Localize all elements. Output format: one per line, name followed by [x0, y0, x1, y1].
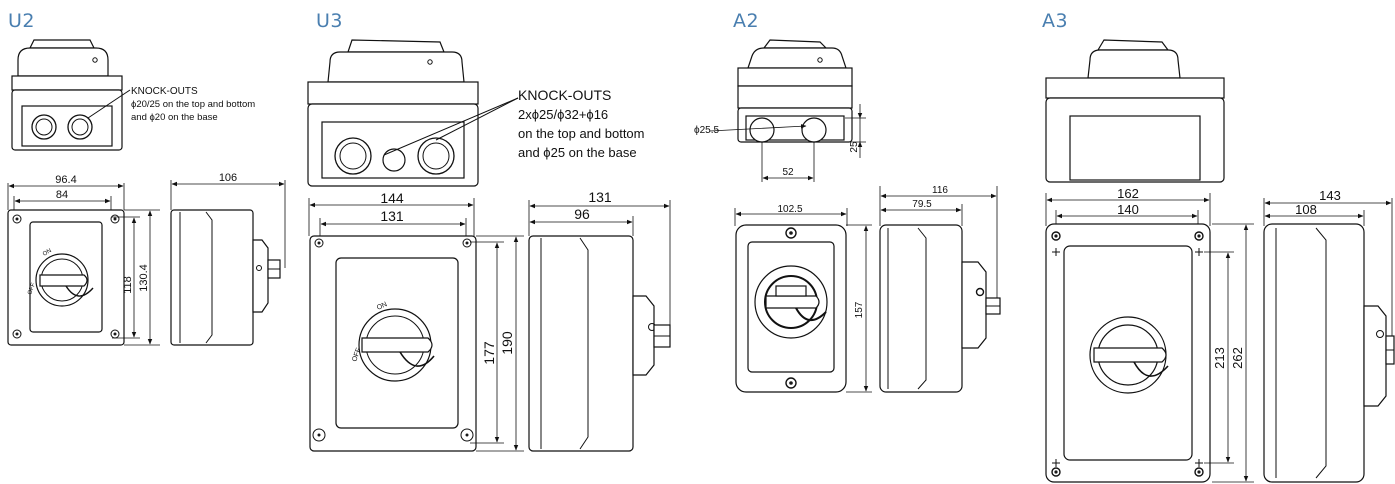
- u2-dim-overall-width: 96.4: [55, 174, 76, 186]
- u3-height-dims: [470, 235, 524, 452]
- u2-switch-off-label: OFF: [27, 282, 37, 296]
- a2-dim-hole: ϕ25.5: [694, 125, 720, 136]
- a3-side-view: [1263, 223, 1395, 483]
- a2-hole-dims: [761, 104, 866, 182]
- a3-dim-height-inner: 213: [1212, 347, 1227, 369]
- a3-dim-height-overall: 262: [1230, 347, 1245, 369]
- u3-switch-on-label: ON: [376, 301, 388, 312]
- title-a2: A2: [733, 10, 760, 32]
- u3-dim-depth-overall: 131: [588, 189, 612, 205]
- u3-knockouts-line2: on the top and bottom: [518, 126, 644, 141]
- a3-top-view: [1045, 39, 1225, 183]
- a2-dim-depth-inner: 79.5: [912, 199, 932, 210]
- u3-dim-inner-width: 131: [380, 208, 404, 224]
- a2-dim-hole-height: 25: [849, 141, 860, 153]
- a3-height-dims: [1204, 223, 1254, 483]
- u3-top-view: [307, 39, 519, 187]
- u3-dim-height-inner: 177: [481, 341, 497, 365]
- u2-height-dims: [112, 209, 160, 346]
- u3-knockouts-line3: and ϕ25 on the base: [518, 145, 637, 160]
- a3-dim-overall-width: 162: [1117, 186, 1139, 201]
- title-u2: U2: [8, 10, 35, 32]
- a3-dim-depth-inner: 108: [1295, 202, 1317, 217]
- u2-width-dims: [7, 183, 125, 210]
- u3-dim-height-overall: 190: [499, 331, 515, 355]
- u2-knockouts-heading: KNOCK-OUTS: [131, 86, 198, 97]
- title-u3: U3: [316, 10, 343, 32]
- a2-top-view: [709, 39, 853, 143]
- u2-knockouts-line1: ϕ20/25 on the top and bottom: [131, 99, 255, 110]
- a3-depth-dims: [1263, 198, 1393, 340]
- u3-knockouts-heading: KNOCK-OUTS: [518, 87, 611, 103]
- u3-dim-overall-width: 144: [380, 190, 404, 206]
- u2-dim-height-inner: 118: [122, 276, 134, 294]
- a2-dim-depth-overall: 116: [932, 185, 948, 196]
- u2-dim-depth: 106: [219, 172, 237, 184]
- a2-front-view: [735, 224, 847, 393]
- a3-front-view: [1045, 223, 1211, 483]
- u2-knockouts-line2: and ϕ20 on the base: [131, 112, 218, 123]
- a2-dim-height: 157: [854, 301, 865, 318]
- u3-front-view: [309, 235, 477, 452]
- u3-switch-off-label: OFF: [351, 347, 362, 363]
- title-a3: A3: [1042, 10, 1069, 32]
- u2-top-view: [11, 39, 131, 151]
- a2-width-dims: [734, 208, 848, 226]
- a2-side-view: [879, 224, 1001, 393]
- u3-dim-depth-inner: 96: [574, 206, 590, 222]
- a2-dim-width: 102.5: [777, 204, 802, 215]
- u3-knockouts-line1: 2xϕ25/ϕ32+ϕ16: [518, 107, 608, 122]
- a2-depth-dims: [879, 186, 998, 300]
- u2-switch-on-label: ON: [42, 248, 53, 258]
- u2-front-view: [7, 209, 125, 346]
- u2-side-view: [170, 180, 286, 346]
- a2-height-dims: [846, 224, 872, 393]
- u2-dim-inner-width: 84: [56, 189, 68, 201]
- u2-dim-height-overall: 130.4: [138, 264, 150, 292]
- a3-dim-inner-width: 140: [1117, 202, 1139, 217]
- a2-dim-hole-spacing: 52: [782, 167, 794, 178]
- u3-side-view: [528, 200, 671, 452]
- a3-dim-depth-overall: 143: [1319, 188, 1341, 203]
